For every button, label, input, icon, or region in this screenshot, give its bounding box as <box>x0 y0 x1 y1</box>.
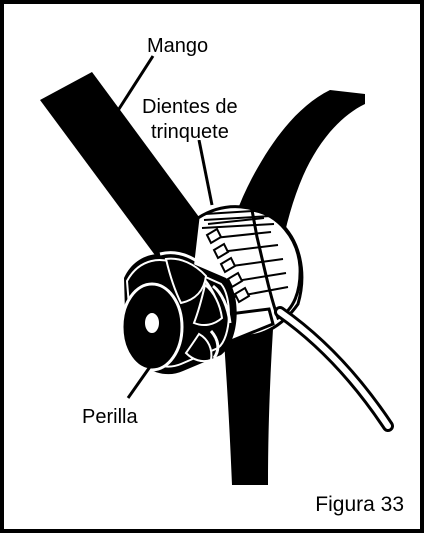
ratchet-teeth-label-line-2: trinquete <box>151 121 229 143</box>
ratchet-teeth-label-line-1: Dientes de <box>142 96 238 118</box>
handle-leader <box>115 55 155 113</box>
handle-label: Mango <box>147 35 208 57</box>
knob-leader <box>126 353 161 399</box>
ratchet-teeth-leader <box>197 139 214 206</box>
knob-label: Perilla <box>82 406 138 428</box>
figure-number: Figura 33 <box>315 493 404 516</box>
curved-handle <box>221 90 365 485</box>
trimmer-line <box>274 306 394 432</box>
